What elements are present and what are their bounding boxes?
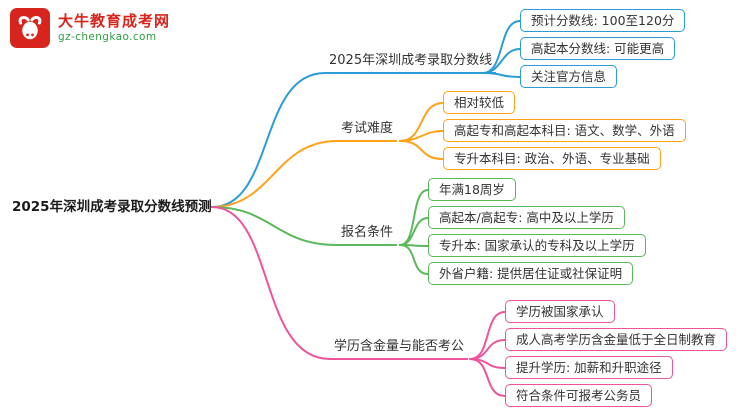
- bull-logo-icon: [18, 15, 42, 40]
- connector-line: [469, 358, 506, 397]
- mindmap-leaf-node: 高起本分数线: 可能更高: [520, 37, 676, 60]
- connector-line: [399, 244, 429, 275]
- mindmap-leaf-node: 符合条件可报考公务员: [505, 384, 653, 407]
- connector-line: [399, 130, 444, 142]
- mindmap-leaf-node: 预计分数线: 100至120分: [520, 9, 686, 32]
- site-name: 大牛教育成考网: [58, 12, 171, 30]
- connector-line: [211, 72, 326, 208]
- mindmap-leaf-node: 外省户籍: 提供居住证或社保证明: [428, 262, 634, 285]
- mindmap-leaf-node: 关注官方信息: [520, 65, 618, 88]
- connector-line: [399, 189, 429, 246]
- site-logo: 大牛教育成考网 gz-chengkao.com: [10, 8, 170, 48]
- connector-line: [211, 140, 338, 208]
- mindmap-leaf-node: 专升本: 国家承认的专科及以上学历: [428, 234, 646, 257]
- connector-line: [469, 339, 506, 360]
- mindmap-leaf-node: 高起专和高起本科目: 语文、数学、外语: [443, 119, 686, 142]
- mindmap-leaf-node: 高起本/高起专: 高中及以上学历: [428, 206, 625, 229]
- connector-line: [211, 206, 338, 246]
- mindmap-leaf-node: 学历被国家承认: [505, 300, 615, 323]
- site-url: gz-chengkao.com: [58, 31, 157, 43]
- mindmap-leaf-node: 年满18周岁: [428, 178, 516, 201]
- branch-label-exam-difficulty: 考试难度: [337, 120, 398, 142]
- logo-text: 大牛教育成考网 gz-chengkao.com: [58, 12, 170, 44]
- connector-line: [469, 311, 506, 360]
- branch-label-degree-value: 学历含金量与能否考公: [330, 338, 469, 360]
- connector-line: [211, 206, 331, 360]
- logo-badge: [10, 8, 50, 48]
- mindmap-leaf-node: 相对较低: [443, 91, 516, 114]
- mindmap-root-node: 2025年深圳成考录取分数线预测: [12, 199, 212, 215]
- mindmap-leaf-node: 成人高考学历含金量低于全日制教育: [505, 328, 728, 351]
- mindmap-leaf-node: 提升学历: 加薪和升职途径: [505, 356, 673, 379]
- connector-line: [399, 140, 444, 160]
- mindmap-leaf-node: 专升本科目: 政治、外语、专业基础: [443, 147, 661, 170]
- branch-label-registration-requirements: 报名条件: [337, 224, 398, 246]
- branch-label-admission-scores: 2025年深圳成考录取分数线: [325, 52, 497, 74]
